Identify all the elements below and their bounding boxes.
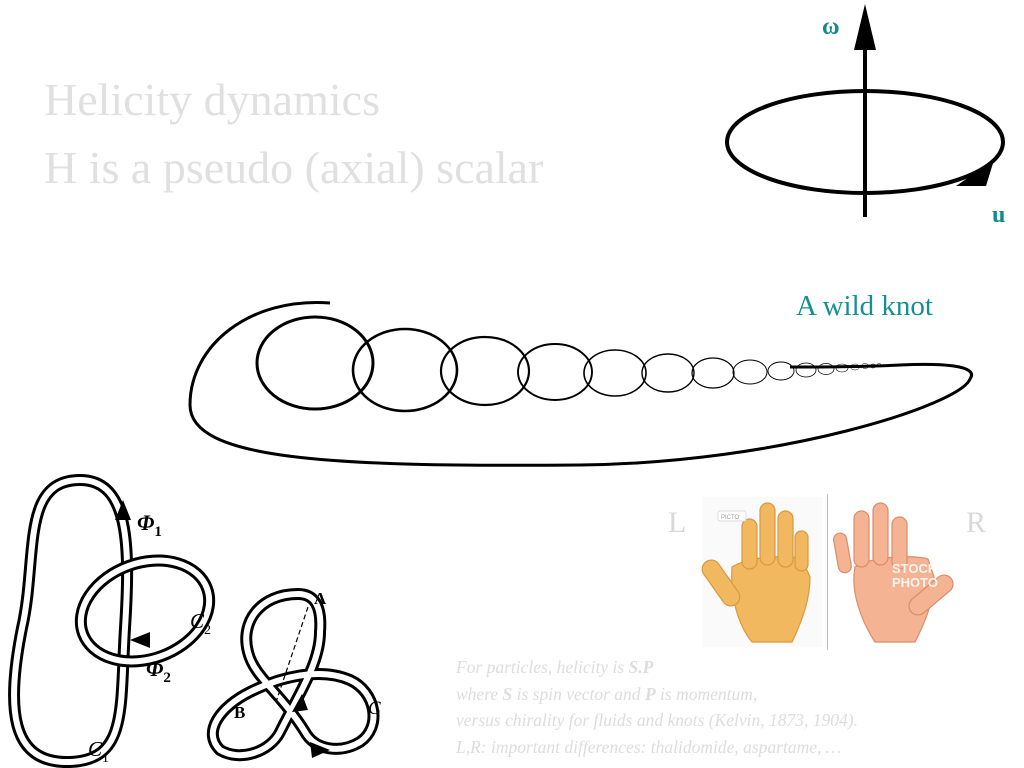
ring-c1 <box>8 473 134 768</box>
trefoil-chord <box>275 606 309 703</box>
left-ring <box>777 510 794 568</box>
trefoil-figure: A B C <box>206 587 381 762</box>
slide-title: Helicity dynamics H is a pseudo (axial) … <box>44 66 543 202</box>
phi1-label: Φ1 <box>137 510 162 540</box>
title-line-1: Helicity dynamics <box>44 74 380 125</box>
left-hand-image: PICTO <box>701 497 822 647</box>
knot-loop <box>732 359 768 385</box>
velocity-arrowhead <box>956 160 994 186</box>
left-pinky <box>794 530 809 572</box>
knot-loop <box>795 362 817 378</box>
knot-loop <box>850 363 860 371</box>
trefoil-label-a: A <box>314 589 327 608</box>
knot-loops <box>255 315 882 413</box>
knot-loop <box>691 357 735 389</box>
left-thumb <box>701 559 741 607</box>
knot-loop <box>861 363 869 369</box>
knot-loop <box>835 363 849 373</box>
caption-line-2: where S is spin vector and P is momentum… <box>456 683 758 704</box>
knot-loop <box>876 363 882 367</box>
trefoil-knot <box>206 587 380 762</box>
caption-line-1: For particles, helicity is S.P <box>456 657 654 677</box>
right-thumb <box>908 574 954 616</box>
hand-divider <box>827 494 828 650</box>
right-middle <box>872 502 889 566</box>
right-ring <box>853 510 870 568</box>
phi2-arrow <box>130 632 150 648</box>
c1-label: C1 <box>88 737 109 766</box>
trefoil-arrow-right <box>310 742 330 758</box>
vortex-diagram <box>725 4 1005 217</box>
c2-label: C2 <box>190 609 211 638</box>
title-line-2: H is a pseudo (axial) scalar <box>44 142 544 193</box>
knot-loop <box>351 327 459 413</box>
linked-rings-figure: Φ1 C2 Φ2 C1 <box>8 473 216 768</box>
trefoil-arrow-up <box>292 694 308 712</box>
velocity-loop <box>725 89 1005 195</box>
knot-loop <box>517 343 593 401</box>
knot-loop <box>255 315 375 411</box>
left-middle <box>759 502 776 566</box>
knot-loop <box>583 349 647 397</box>
omega-label: ω <box>822 14 840 40</box>
phi2-label: Φ2 <box>146 656 171 686</box>
knot-loop <box>817 363 835 375</box>
knot-loop <box>439 335 531 407</box>
picto-tag-text: PICTO <box>721 515 740 521</box>
right-index <box>891 516 908 570</box>
left-index <box>741 518 758 570</box>
wild-knot-figure <box>188 301 974 467</box>
knot-loop <box>870 363 876 369</box>
phi1-arrow <box>115 500 131 520</box>
right-hand-image: STOCK PHOTO <box>833 502 954 643</box>
svg-text:PHOTO: PHOTO <box>892 575 938 590</box>
trefoil-label-c: C <box>368 698 381 719</box>
stock-watermark: STOCK PHOTO <box>892 561 938 590</box>
u-label: u <box>992 202 1006 228</box>
picto-tag <box>717 510 747 522</box>
right-hand-label: R <box>966 506 987 539</box>
right-pinky <box>833 532 852 574</box>
left-hand-label: L <box>668 506 687 539</box>
trefoil-label-b: B <box>234 703 245 722</box>
knot-outer-band <box>188 301 974 467</box>
knot-loop <box>767 361 795 381</box>
caption-text: For particles, helicity is S.P where S i… <box>456 654 1016 760</box>
svg-text:STOCK: STOCK <box>892 561 938 576</box>
knot-loop <box>641 353 695 393</box>
caption-line-4: L,R: important differences: thalidomide,… <box>456 736 842 757</box>
wild-knot-label: A wild knot <box>796 290 933 322</box>
caption-line-3: versus chirality for fluids and knots (K… <box>456 710 858 730</box>
omega-arrowhead <box>854 4 876 50</box>
ring-c2 <box>74 554 216 668</box>
